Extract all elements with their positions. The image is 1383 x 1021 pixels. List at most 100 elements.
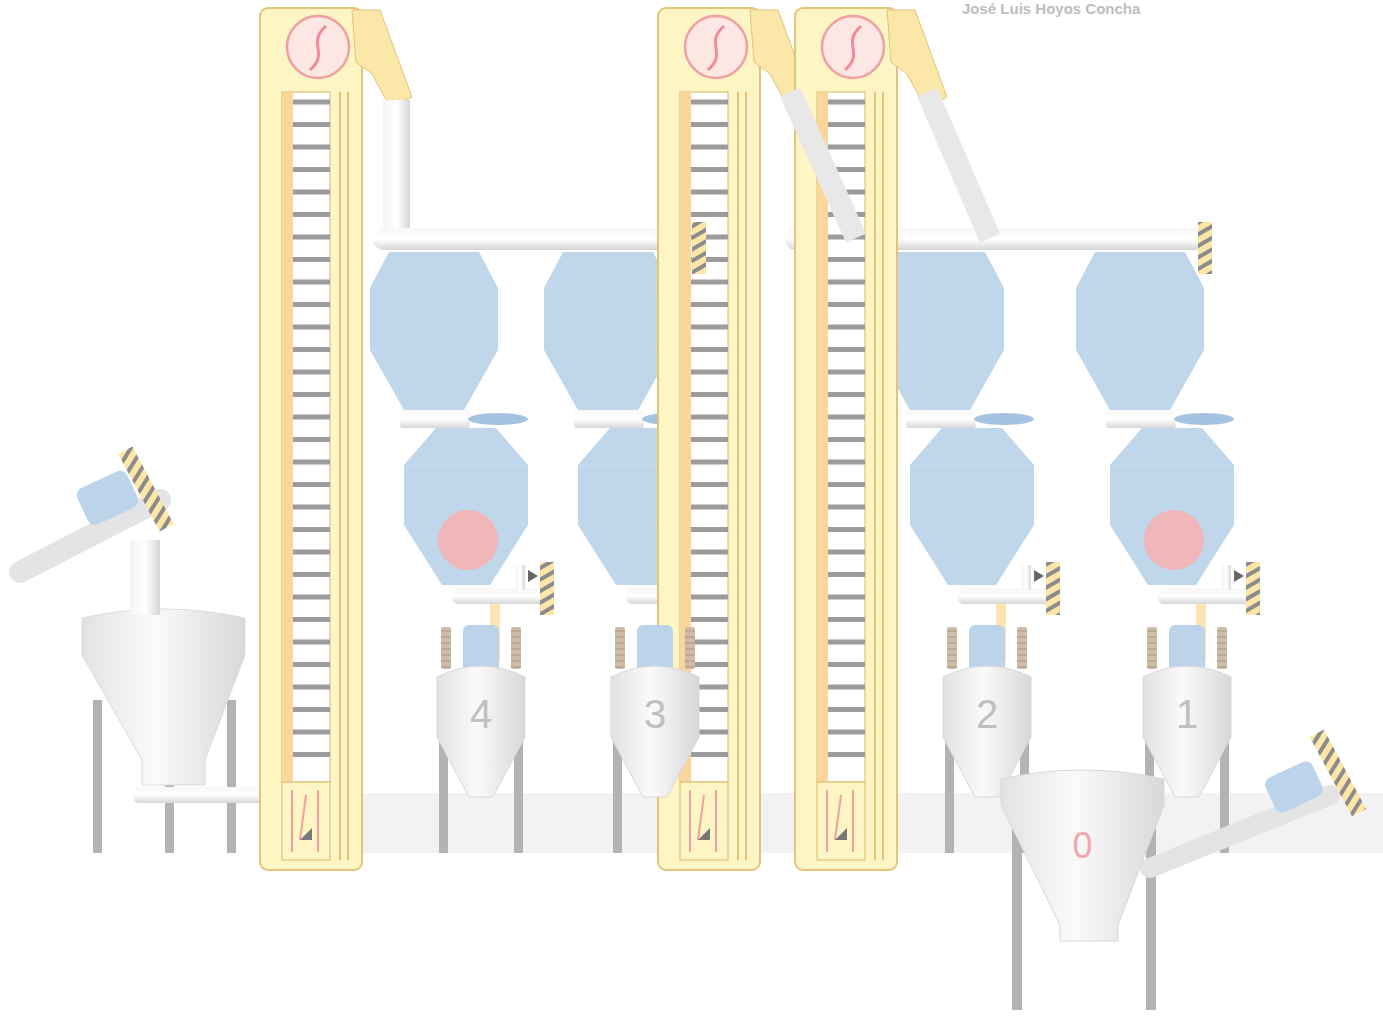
valve-stem xyxy=(516,565,525,590)
bucket-rung xyxy=(828,640,865,645)
bucket-rung xyxy=(691,640,728,645)
bucket-rung xyxy=(293,257,330,262)
tank-number: 3 xyxy=(609,689,701,739)
bucket-rung xyxy=(828,122,865,127)
bucket-rung xyxy=(293,437,330,442)
spring-coil xyxy=(1147,661,1157,662)
support-leg xyxy=(227,700,236,853)
striped-cap xyxy=(1310,730,1366,817)
bucket-rung xyxy=(828,280,865,285)
bucket-rung xyxy=(691,347,728,352)
striped-cap xyxy=(1046,562,1060,615)
elevator-head xyxy=(352,10,412,107)
spring-coil xyxy=(441,649,451,650)
bucket-rung xyxy=(828,460,865,465)
elevator-boot xyxy=(680,782,728,860)
valve-pipe xyxy=(958,588,1052,604)
bucket-rung xyxy=(293,392,330,397)
bucket-rung xyxy=(828,257,865,262)
valve-pipe xyxy=(1158,588,1252,604)
bucket-rung xyxy=(828,437,865,442)
tank-number: 4 xyxy=(435,689,527,739)
striped-cap xyxy=(118,446,173,531)
boot-pulley xyxy=(827,790,853,852)
weigh-hopper-body xyxy=(910,428,1034,585)
gauge-needle xyxy=(845,26,861,70)
bucket-rung xyxy=(293,212,330,217)
hopper-seam xyxy=(404,465,528,466)
weigh-hopper xyxy=(404,428,528,585)
spring-coil xyxy=(1147,655,1157,656)
elevator-gauge xyxy=(287,16,349,78)
distribution-pipe xyxy=(373,228,703,250)
bucket-rung xyxy=(691,662,728,667)
load-cell xyxy=(438,510,498,570)
hopper-seam xyxy=(544,288,672,289)
hopper-seam xyxy=(1076,350,1204,351)
bucket-rung xyxy=(828,482,865,487)
gauge-needle xyxy=(310,26,326,70)
spring-coil xyxy=(441,661,451,662)
elevator-shaft xyxy=(282,92,330,782)
mixing-tank: 3 xyxy=(609,615,701,805)
bucket-rung xyxy=(293,460,330,465)
storage-hopper xyxy=(1076,252,1234,428)
spring-coil xyxy=(947,655,957,656)
spring-coil xyxy=(1017,667,1027,668)
bucket-rung xyxy=(293,505,330,510)
bucket-rung xyxy=(828,595,865,600)
bucket-rung xyxy=(691,280,728,285)
feed-hopper xyxy=(82,609,245,785)
weigh-hopper xyxy=(1110,428,1234,585)
spring-coil xyxy=(511,643,521,644)
bucket-rung xyxy=(828,550,865,555)
gate-lever xyxy=(1174,413,1234,425)
bucket-rung xyxy=(293,415,330,420)
bucket-rung xyxy=(691,460,728,465)
spring-coil xyxy=(1217,655,1227,656)
bucket-rung xyxy=(293,235,330,240)
spring-coil xyxy=(1017,655,1027,656)
hopper-seam xyxy=(370,350,498,351)
gauge-needle xyxy=(708,26,724,70)
spring-coil xyxy=(947,661,957,662)
bucket-rung xyxy=(828,707,865,712)
bucket-rung xyxy=(293,302,330,307)
hopper-seam xyxy=(544,350,672,351)
bucket-rung xyxy=(293,572,330,577)
spring-coil xyxy=(1217,637,1227,638)
bucket-rung xyxy=(828,572,865,577)
bucket-rung xyxy=(691,752,728,757)
return-leg xyxy=(347,92,349,860)
bucket-rung xyxy=(293,482,330,487)
bucket-rung xyxy=(691,167,728,172)
spring-coil xyxy=(441,637,451,638)
mixing-tank: 1 xyxy=(1141,615,1233,805)
bucket-rung xyxy=(293,100,330,105)
spring-coil xyxy=(947,637,957,638)
boot-mark xyxy=(835,828,847,840)
spring-coil xyxy=(511,631,521,632)
spring-coil xyxy=(1147,631,1157,632)
spring-mount xyxy=(441,627,451,669)
bucket-rung xyxy=(293,190,330,195)
slide-gate xyxy=(906,410,976,428)
bucket-rung xyxy=(828,370,865,375)
elevator-boot xyxy=(817,782,865,860)
spring-coil xyxy=(511,667,521,668)
valve-pipe xyxy=(452,588,546,604)
weigh-hopper xyxy=(910,428,1034,585)
bucket-rung xyxy=(828,302,865,307)
spring-coil xyxy=(685,637,695,638)
spring-coil xyxy=(685,649,695,650)
author-credit: José Luis Hoyos Concha xyxy=(962,0,1140,17)
bucket-rung xyxy=(691,482,728,487)
spring-coil xyxy=(1217,667,1227,668)
bucket-rung xyxy=(691,325,728,330)
bucket-rung xyxy=(691,370,728,375)
support-leg xyxy=(93,700,102,853)
hopper-body xyxy=(544,252,672,410)
spring-coil xyxy=(947,649,957,650)
elevator-boot xyxy=(282,782,330,860)
